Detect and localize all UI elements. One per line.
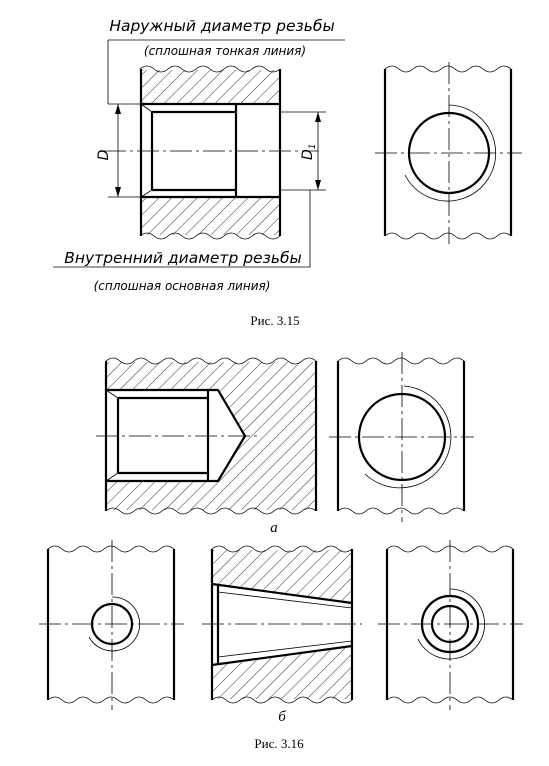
fig316b-left-break-bottom [47,696,175,704]
dim-d-label: D [96,149,112,160]
fig316b-left-thread-arc [88,596,141,652]
fig316a-end-break-top [337,357,465,365]
fig315-dimension-d1: D1 [280,111,326,191]
fig316a-section-view [96,357,318,515]
fig315-thread-arc [404,104,497,202]
fig316b-middle-section [202,545,362,704]
fig316b-right-break-bottom [386,696,514,704]
fig315-end-break-top [384,65,512,73]
fig315-end-break-bottom [384,232,512,240]
fig316b-right-view [378,540,523,710]
fig316b-left-view [39,540,184,710]
subfigure-label-b: б [278,709,286,725]
figure-caption-316: Рис. 3.16 [254,736,304,751]
figure-caption-315: Рис. 3.15 [250,313,299,328]
outer-diameter-title: Наружный диаметр резьбы [109,17,334,35]
fig315-inner-leader: Внутренний диаметр резьбы (сплошная осно… [53,190,311,293]
fig315-section-view [104,65,318,240]
inner-diameter-subtitle: (сплошная основная линия) [94,279,271,293]
fig315-hatch-lower [141,197,280,235]
fig316a-end-view [329,352,474,522]
fig315-end-view [375,62,522,244]
fig315-dimension-d: D [96,103,141,198]
inner-diameter-title: Внутренний диаметр резьбы [64,249,302,267]
dim-d1-subscript: 1 [308,143,318,149]
dim-d1-label: D [300,149,316,160]
fig316b-right-thread-arc [417,588,485,660]
outer-diameter-subtitle: (сплошная тонкая линия) [144,44,306,58]
subfigure-label-a: а [270,520,278,536]
fig316b-left-break-top [47,545,175,553]
svg-text:D1: D1 [300,143,318,160]
fig316a-end-break-bottom [337,507,465,515]
fig316a-thread-arc [364,385,452,489]
fig315-outer-leader: Наружный диаметр резьбы (сплошная тонкая… [107,17,345,104]
fig315-hatch-upper [141,70,280,104]
